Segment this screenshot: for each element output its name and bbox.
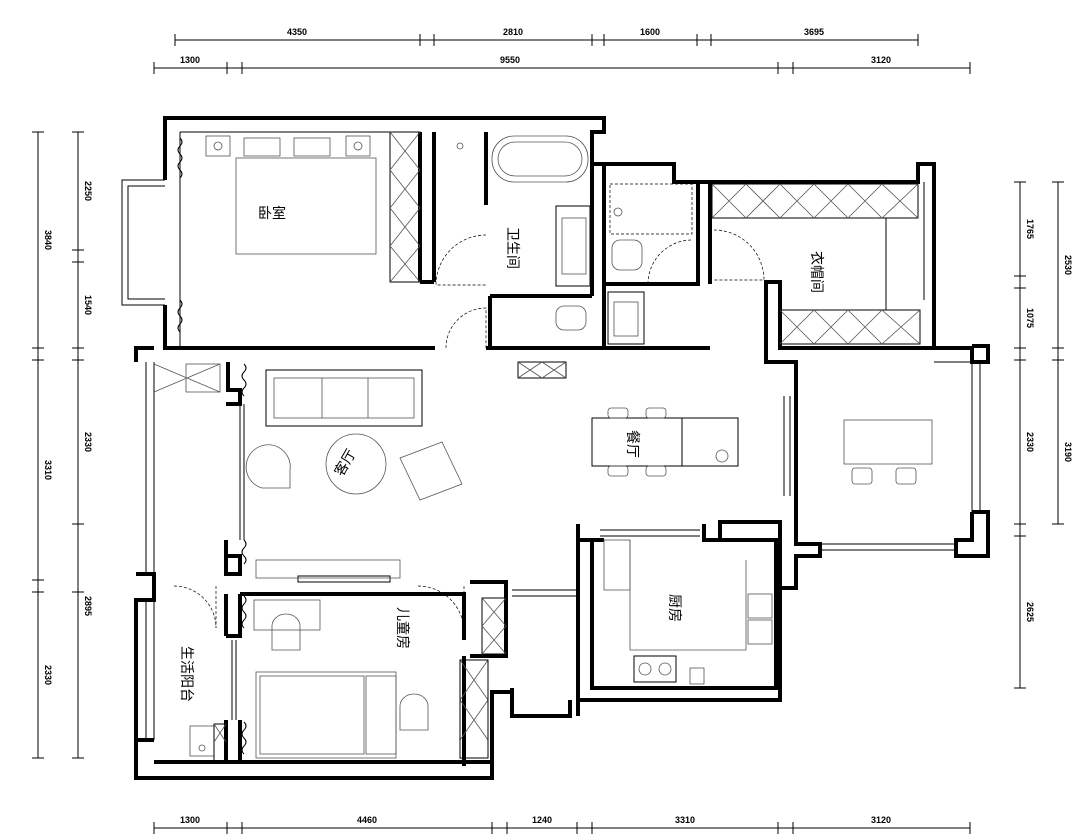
kids-wardrobe xyxy=(459,659,489,759)
dim-bottom-4: 3310 xyxy=(675,815,695,825)
bathroom-vanity xyxy=(555,205,591,287)
room-label-kitchen: 厨房 xyxy=(666,594,682,622)
dim-left-outer-2: 3310 xyxy=(43,460,53,480)
room-labels: 卧室 卫生间 衣帽间 客厅 餐厅 厨房 儿童房 生活阳台 xyxy=(178,205,824,702)
dim-bottom-1: 1300 xyxy=(180,815,200,825)
living-cabinet xyxy=(185,363,221,393)
sofa xyxy=(265,369,423,427)
armchair xyxy=(245,444,291,489)
shower-area xyxy=(609,183,693,235)
double-bed xyxy=(205,135,377,255)
sink-2 xyxy=(607,291,645,345)
dim-top-3: 1600 xyxy=(640,27,660,37)
balcony-table xyxy=(843,419,933,465)
dim-bottom-5: 3120 xyxy=(871,815,891,825)
wardrobe xyxy=(389,131,421,283)
toilet xyxy=(555,305,587,331)
curtains xyxy=(177,137,247,755)
dim-top2-3: 3120 xyxy=(871,55,891,65)
dim-top-1: 4350 xyxy=(287,27,307,37)
dimension-labels: 4350 2810 1600 3695 1300 9550 3120 1300 … xyxy=(43,27,1073,825)
dining-table xyxy=(591,407,739,477)
toilet-2 xyxy=(611,239,643,271)
dim-left-inner-3: 2330 xyxy=(83,432,93,452)
dim-right-inner-3: 2330 xyxy=(1025,432,1035,452)
dim-top2-1: 1300 xyxy=(180,55,200,65)
room-label-cloakroom: 衣帽间 xyxy=(808,251,824,293)
kids-chair xyxy=(271,613,301,651)
dim-bottom-2: 4460 xyxy=(357,815,377,825)
cloakroom-cabinets xyxy=(711,183,921,345)
dim-top2-2: 9550 xyxy=(500,55,520,65)
dim-right-outer-2: 3190 xyxy=(1063,442,1073,462)
kids-bed xyxy=(255,671,397,759)
kitchen-counter xyxy=(603,539,773,685)
kids-shelf xyxy=(297,575,391,583)
dim-left-inner-1: 2250 xyxy=(83,181,93,201)
dim-right-inner-1: 1765 xyxy=(1025,219,1035,239)
bathtub xyxy=(491,135,589,183)
room-label-utility-balcony: 生活阳台 xyxy=(178,646,194,702)
kids-cabinet xyxy=(481,597,507,655)
dim-left-inner-4: 2895 xyxy=(83,596,93,616)
room-label-bathroom: 卫生间 xyxy=(504,227,520,269)
dim-right-outer-1: 2530 xyxy=(1063,255,1073,275)
dim-top-4: 3695 xyxy=(804,27,824,37)
thin-lines xyxy=(121,131,981,740)
dim-bottom-3: 1240 xyxy=(532,815,552,825)
dim-right-inner-2: 1075 xyxy=(1025,308,1035,328)
dim-left-outer-3: 2330 xyxy=(43,665,53,685)
dimension-lines xyxy=(32,34,1064,834)
coffee-table xyxy=(325,433,387,495)
room-label-dining: 餐厅 xyxy=(624,430,640,458)
dim-right-inner-4: 2625 xyxy=(1025,602,1035,622)
furniture xyxy=(153,131,933,763)
lounge-chair xyxy=(399,441,463,501)
dim-top-2: 2810 xyxy=(503,27,523,37)
room-label-kids: 儿童房 xyxy=(394,607,411,649)
doors xyxy=(173,229,765,633)
hall-cabinet xyxy=(517,361,567,379)
dim-left-outer-1: 3840 xyxy=(43,230,53,250)
shower-drain xyxy=(456,142,464,150)
dim-left-inner-2: 1540 xyxy=(83,295,93,315)
washing-machine xyxy=(189,725,215,757)
room-label-living: 客厅 xyxy=(331,446,360,479)
room-label-bedroom: 卧室 xyxy=(258,205,286,222)
